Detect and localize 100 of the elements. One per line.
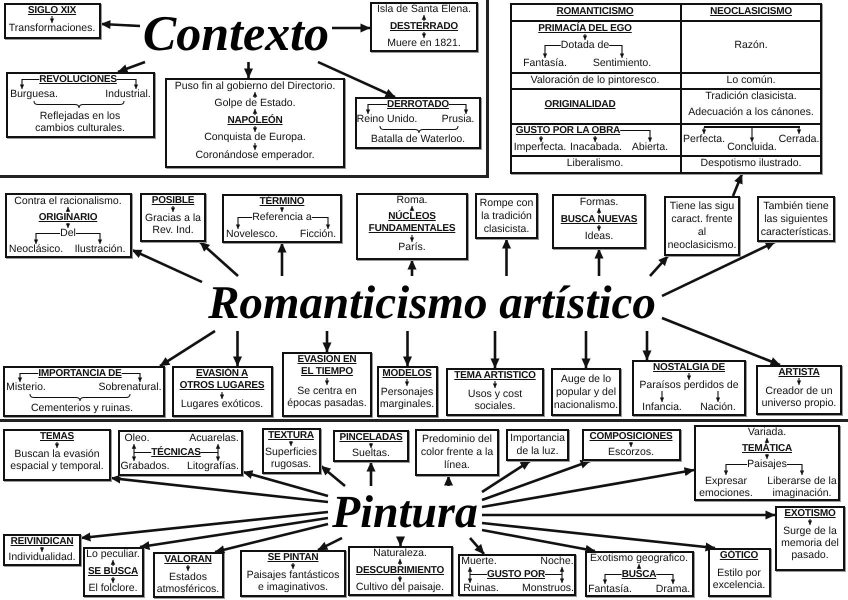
comparison-table	[510, 3, 822, 174]
body-text: Sentimiento.	[592, 58, 652, 69]
body-text: Novelesco.	[226, 229, 278, 240]
concept-box	[333, 430, 409, 462]
concept-box	[582, 429, 681, 461]
arrow	[422, 32, 426, 38]
body-text: Neoclásico.	[8, 244, 64, 255]
body-text: Auge de lo popular y del nacionalismo.	[553, 372, 619, 412]
body-text: Abierta.	[632, 142, 668, 153]
arrow	[100, 20, 140, 29]
concept-box	[4, 3, 101, 39]
connector-bar	[704, 126, 800, 128]
heading-text: REIVINDICAN	[10, 536, 74, 547]
heading-text: BUSCA NUEVAS	[560, 214, 638, 225]
body-text: Dotada de	[560, 40, 610, 51]
body-text: Expresar emociones.	[697, 475, 755, 499]
body-text: Tradición clasicista.	[705, 91, 797, 102]
body-text: Del	[60, 228, 76, 239]
arrow	[236, 216, 252, 230]
arrow	[20, 78, 40, 90]
body-text: Referencia a	[252, 212, 312, 223]
concept-box	[6, 72, 155, 138]
arrow	[320, 465, 346, 487]
heading-text: MODELOS	[382, 368, 432, 379]
body-text: Paisajes fantásticos e imaginativos.	[244, 569, 342, 593]
body-text: Usos y cost sociales.	[455, 388, 535, 412]
body-text: Ruinas.	[463, 583, 499, 594]
concept-box	[348, 546, 453, 596]
heading-text: TEXTURA	[268, 430, 314, 441]
body-text: Infancia.	[642, 402, 682, 413]
arrow	[545, 574, 564, 584]
body-text: París.	[398, 242, 426, 253]
concept-box	[458, 554, 576, 596]
arrow	[252, 126, 258, 132]
arrow	[290, 563, 296, 570]
body-text: Gracias a la Rev. Ind.	[142, 212, 204, 236]
arrow	[140, 516, 328, 550]
concept-box	[222, 194, 342, 243]
heading-text: TEMÁTICA	[742, 443, 792, 454]
arrow	[642, 331, 652, 360]
arrow	[214, 522, 328, 554]
topic-title: Contexto	[140, 4, 332, 62]
body-text: Prusia.	[442, 114, 474, 125]
arrow	[602, 574, 622, 584]
body-text: También tiene las siguientes características.	[760, 200, 832, 238]
arrow	[324, 378, 330, 386]
body-text: Reino Unido.	[356, 114, 418, 125]
heading-text: NAPOLEÓN	[227, 115, 283, 126]
heading-text: NEOCLASICISMO	[710, 6, 792, 17]
body-text: Drama.	[656, 584, 690, 595]
body-text: Adecuación a los cánones.	[688, 107, 814, 118]
heading-text: BUSCA	[622, 569, 656, 580]
arrow	[278, 242, 286, 276]
arrow	[660, 391, 664, 402]
arrow	[808, 519, 812, 526]
arrow	[596, 225, 602, 232]
arrow	[200, 452, 220, 462]
arrow	[54, 442, 60, 448]
body-text: Muere en 1821.	[387, 38, 461, 49]
concept-box	[240, 550, 346, 597]
arrow	[80, 510, 328, 542]
concept-box	[262, 428, 321, 474]
body-text: Coronándose emperador.	[195, 150, 315, 161]
heading-text: PINCELADAS	[340, 432, 402, 443]
arrow	[312, 216, 330, 230]
concept-box	[3, 534, 81, 566]
arrow	[662, 316, 780, 366]
body-text: Inacabada.	[570, 142, 622, 153]
concept-box	[140, 193, 206, 242]
body-text: Ficción.	[300, 229, 336, 240]
arrow	[404, 379, 410, 386]
arrow	[596, 208, 602, 214]
arrow	[220, 392, 224, 400]
body-text: Cerrada.	[778, 134, 820, 145]
body-text: Cultivo del paisaje.	[356, 582, 444, 593]
arrow	[620, 130, 652, 142]
arrow	[366, 462, 376, 486]
arrow	[468, 574, 487, 584]
heading-text: EXOTISMO	[784, 508, 836, 519]
body-text: Imperfecta.	[514, 142, 566, 153]
arrow	[118, 60, 146, 74]
arrow	[242, 470, 328, 498]
heading-text: TÉRMINO	[260, 196, 304, 207]
concept-box	[172, 366, 273, 417]
arrow	[482, 528, 596, 554]
concept-box	[585, 551, 694, 597]
arrow	[288, 441, 294, 446]
arrow	[18, 372, 38, 382]
body-text: Sueltas.	[352, 448, 390, 459]
body-text: Fantasía.	[588, 584, 632, 595]
body-text: Lo peculiar.	[86, 549, 140, 560]
body-text: Razón.	[734, 40, 768, 51]
body-text: Industrial.	[105, 89, 151, 100]
body-text: Formas.	[580, 197, 618, 208]
concept-box	[756, 365, 842, 415]
concept-box	[694, 425, 840, 501]
heading-text: SE PINTAN	[268, 552, 318, 563]
arrow	[317, 536, 343, 552]
arrow	[233, 331, 242, 366]
arrow	[482, 522, 716, 552]
